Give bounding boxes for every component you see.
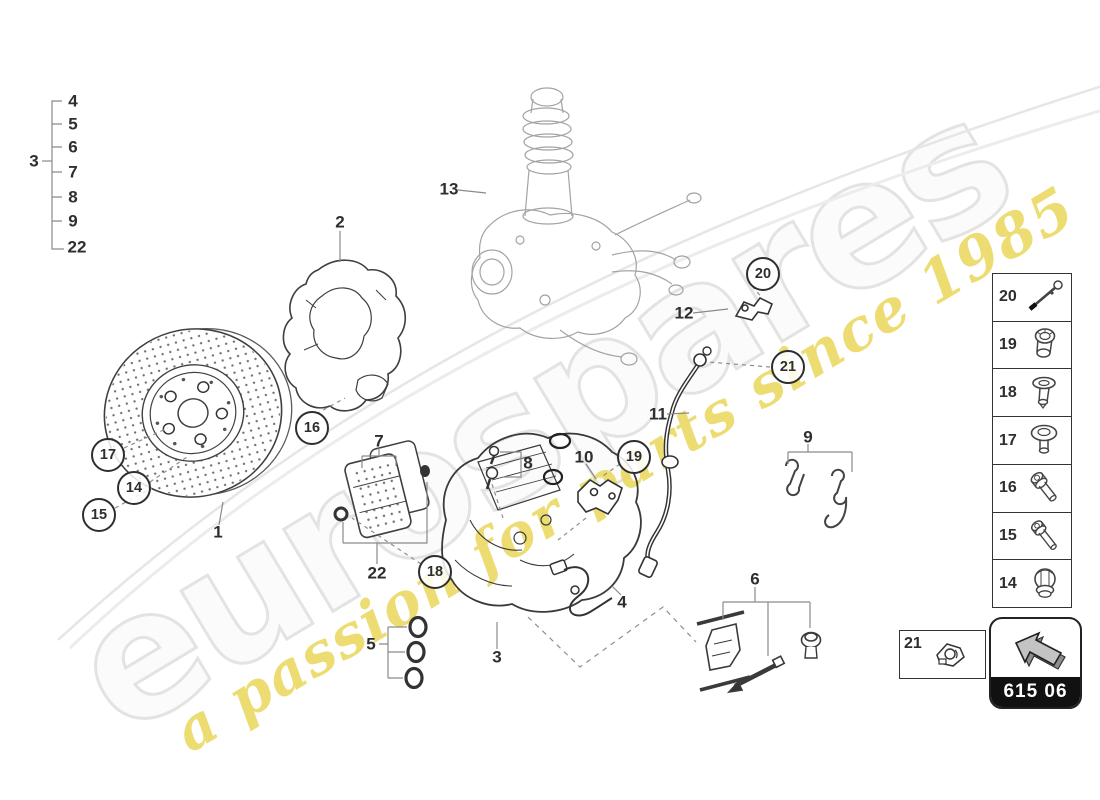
legend-item-number: 17 bbox=[999, 431, 1017, 449]
part-label[interactable]: 10 bbox=[574, 447, 594, 467]
circled-part-label[interactable]: 20 bbox=[746, 257, 780, 291]
mounting-kit-drawing bbox=[696, 610, 822, 694]
circled-part-label[interactable]: 16 bbox=[295, 411, 329, 445]
circled-part-label[interactable]: 15 bbox=[82, 498, 116, 532]
legend-item-number: 15 bbox=[999, 526, 1017, 544]
circled-part-label[interactable]: 17 bbox=[91, 438, 125, 472]
knurled-bolt-icon bbox=[1034, 328, 1056, 358]
retainer-bracket-drawing bbox=[577, 478, 623, 516]
circled-part-label[interactable]: 19 bbox=[617, 440, 651, 474]
part-label[interactable]: 12 bbox=[674, 303, 694, 323]
section-code: 615 06 bbox=[991, 677, 1080, 707]
pad-seal-drawing bbox=[333, 506, 349, 522]
retaining-clip-icon bbox=[936, 642, 965, 667]
watermark-swoosh bbox=[57, 85, 1100, 650]
legend-item-number: 16 bbox=[999, 479, 1017, 497]
part-label[interactable]: 7 bbox=[68, 162, 78, 182]
part-label[interactable]: 5 bbox=[68, 114, 78, 134]
brake-pads-drawing bbox=[344, 440, 430, 539]
part-label[interactable]: 3 bbox=[29, 151, 39, 171]
sensor-wire-drawing bbox=[549, 559, 613, 617]
retaining-springs-drawing bbox=[784, 458, 848, 529]
part-label[interactable]: 3 bbox=[492, 647, 502, 667]
part-label[interactable]: 5 bbox=[366, 634, 376, 654]
part-label[interactable]: 4 bbox=[68, 91, 78, 111]
circled-part-label[interactable]: 21 bbox=[771, 350, 805, 384]
part-label[interactable]: 4 bbox=[617, 592, 627, 612]
part-label[interactable]: 2 bbox=[335, 212, 345, 232]
legend-item-18[interactable]: 18 bbox=[993, 369, 1071, 418]
legend-item-number: 20 bbox=[999, 288, 1017, 306]
pin-icon bbox=[1028, 280, 1063, 312]
hose-bracket-drawing bbox=[734, 296, 774, 321]
fastener-legend: 20 19 18 bbox=[992, 273, 1072, 608]
part-label[interactable]: 22 bbox=[367, 563, 387, 583]
seal-rings-drawing bbox=[404, 615, 428, 690]
legend-item-number: 19 bbox=[999, 336, 1017, 354]
legend-item-number: 14 bbox=[999, 574, 1017, 592]
wheel-bolt-icon bbox=[1034, 567, 1056, 598]
caliper-drawing bbox=[441, 432, 642, 613]
part-label[interactable]: 22 bbox=[67, 237, 87, 257]
part-label[interactable]: 7 bbox=[374, 431, 384, 451]
part-label[interactable]: 9 bbox=[68, 211, 78, 231]
legend-item-14[interactable]: 14 bbox=[993, 560, 1071, 608]
legend-item-15[interactable]: 15 bbox=[993, 512, 1071, 561]
part-label[interactable]: 6 bbox=[750, 569, 760, 589]
brake-disc-drawing bbox=[103, 328, 293, 498]
bleeder-valve-drawing bbox=[485, 445, 500, 490]
socket-bolt-icon bbox=[1030, 472, 1057, 502]
circled-part-label[interactable]: 18 bbox=[418, 555, 452, 589]
part-label[interactable]: 9 bbox=[803, 427, 813, 447]
legend-item-20[interactable]: 20 bbox=[993, 274, 1071, 322]
part-label[interactable]: 8 bbox=[523, 453, 533, 473]
part-label[interactable]: 1 bbox=[213, 522, 223, 542]
part-label[interactable]: 6 bbox=[68, 137, 78, 157]
pad-pin-drawing bbox=[420, 465, 430, 477]
clip-legend-box[interactable]: 21 bbox=[899, 630, 986, 679]
dust-shield-drawing bbox=[282, 259, 407, 412]
socket-bolt-icon bbox=[1030, 520, 1057, 550]
legend-item-19[interactable]: 19 bbox=[993, 321, 1071, 370]
part-label[interactable]: 8 bbox=[68, 187, 78, 207]
legend-item-17[interactable]: 17 bbox=[993, 417, 1071, 465]
legend-item-number: 18 bbox=[999, 383, 1017, 401]
countersunk-screw-icon bbox=[1032, 376, 1056, 409]
part-label[interactable]: 11 bbox=[649, 404, 667, 424]
circled-part-label[interactable]: 14 bbox=[117, 471, 151, 505]
legend-item-16[interactable]: 16 bbox=[993, 464, 1071, 513]
knuckle-strut-drawing bbox=[470, 87, 702, 366]
brake-hose-drawing bbox=[638, 346, 712, 578]
part-label[interactable]: 13 bbox=[439, 179, 459, 199]
leader-lines bbox=[42, 100, 853, 679]
section-code-box[interactable]: 615 06 bbox=[989, 617, 1082, 709]
clip-box-number: 21 bbox=[904, 635, 922, 652]
arrow-up-left-icon bbox=[1014, 631, 1066, 670]
washer-screw-icon bbox=[1030, 424, 1058, 454]
